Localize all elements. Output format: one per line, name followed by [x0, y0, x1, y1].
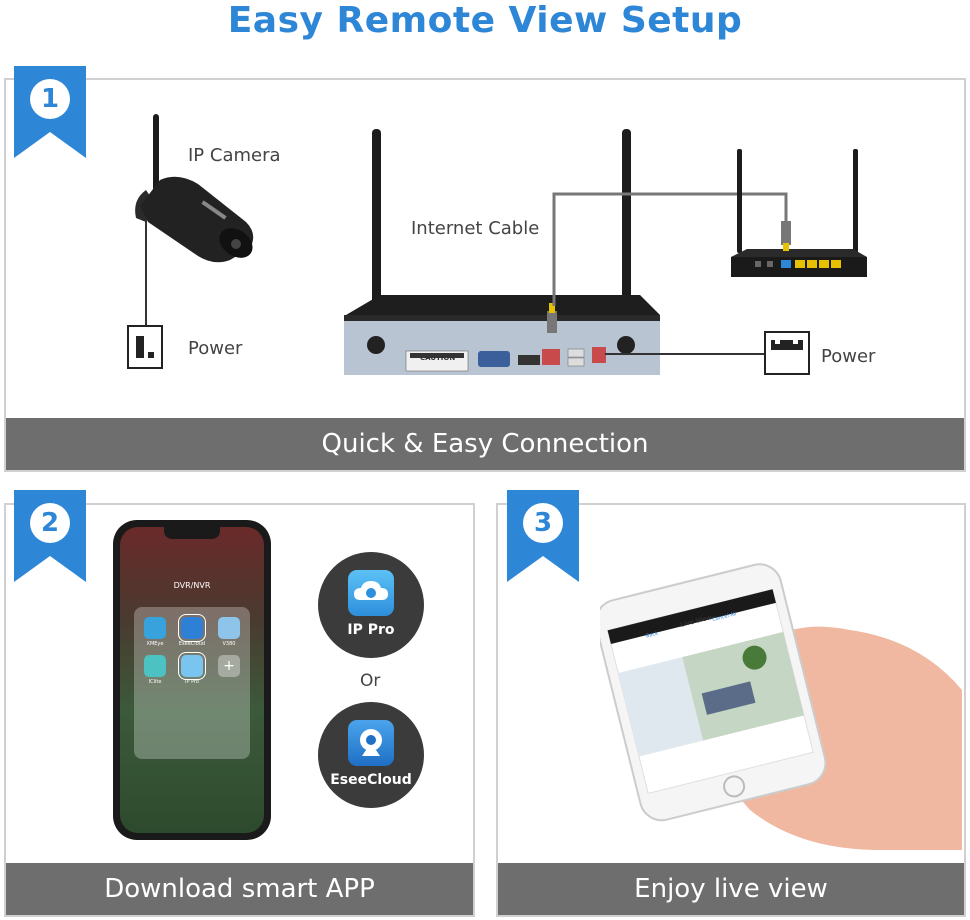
app-ip-pro-label: IP Pro [184, 679, 199, 685]
nvr-recorder-icon [344, 129, 660, 375]
nvr-power-icon [605, 331, 810, 375]
step-1-number: 1 [30, 79, 70, 119]
app-xmeye[interactable] [144, 617, 166, 639]
step-3-caption: Enjoy live view [498, 863, 964, 915]
step-3-ribbon: 3 [507, 490, 579, 582]
eseecloud-app-badge[interactable]: EseeCloud [318, 702, 424, 808]
ip-pro-app-name: IP Pro [347, 622, 395, 638]
app-iclite-label: IClite [148, 679, 162, 685]
step-2-number: 2 [30, 503, 70, 543]
internet-cable-label: Internet Cable [411, 218, 540, 239]
cloud-camera-icon [348, 570, 394, 616]
phone-folder-title: DVR/NVR [173, 581, 211, 590]
step-3-number: 3 [523, 503, 563, 543]
ip-camera-label: IP Camera [188, 145, 281, 166]
or-label: Or [360, 671, 381, 691]
nvr-caution-label: CAUTION [420, 354, 456, 362]
eseecloud-app-name: EseeCloud [330, 772, 412, 788]
app-v380[interactable] [218, 617, 240, 639]
step-2-ribbon: 2 [14, 490, 86, 582]
app-ip-pro[interactable] [178, 652, 206, 680]
hand-holding-phone-image [600, 563, 962, 850]
nvr-power-label: Power [821, 346, 876, 367]
app-eseecloud-label: EseeCloud [178, 641, 206, 647]
step-1-caption: Quick & Easy Connection [6, 418, 964, 470]
smartphone-app-screen: DVR/NVR XMEye EseeCloud V380 IClite IP P… [113, 520, 271, 840]
internet-cable-line [552, 192, 788, 306]
app-eseecloud[interactable] [178, 614, 206, 642]
router-icon [731, 149, 867, 277]
camera-power-label: Power [188, 338, 243, 359]
app-iclite[interactable] [144, 655, 166, 677]
step-2-caption: Download smart APP [6, 863, 473, 915]
step-1-ribbon: 1 [14, 66, 86, 158]
page-title: Easy Remote View Setup [227, 0, 743, 41]
ip-camera-icon [127, 114, 254, 369]
ip-pro-app-badge[interactable]: IP Pro [318, 552, 424, 658]
webcam-icon [348, 720, 394, 766]
app-add[interactable]: + [218, 655, 240, 677]
app-v380-label: V380 [222, 641, 236, 647]
app-xmeye-label: XMEye [146, 641, 164, 647]
